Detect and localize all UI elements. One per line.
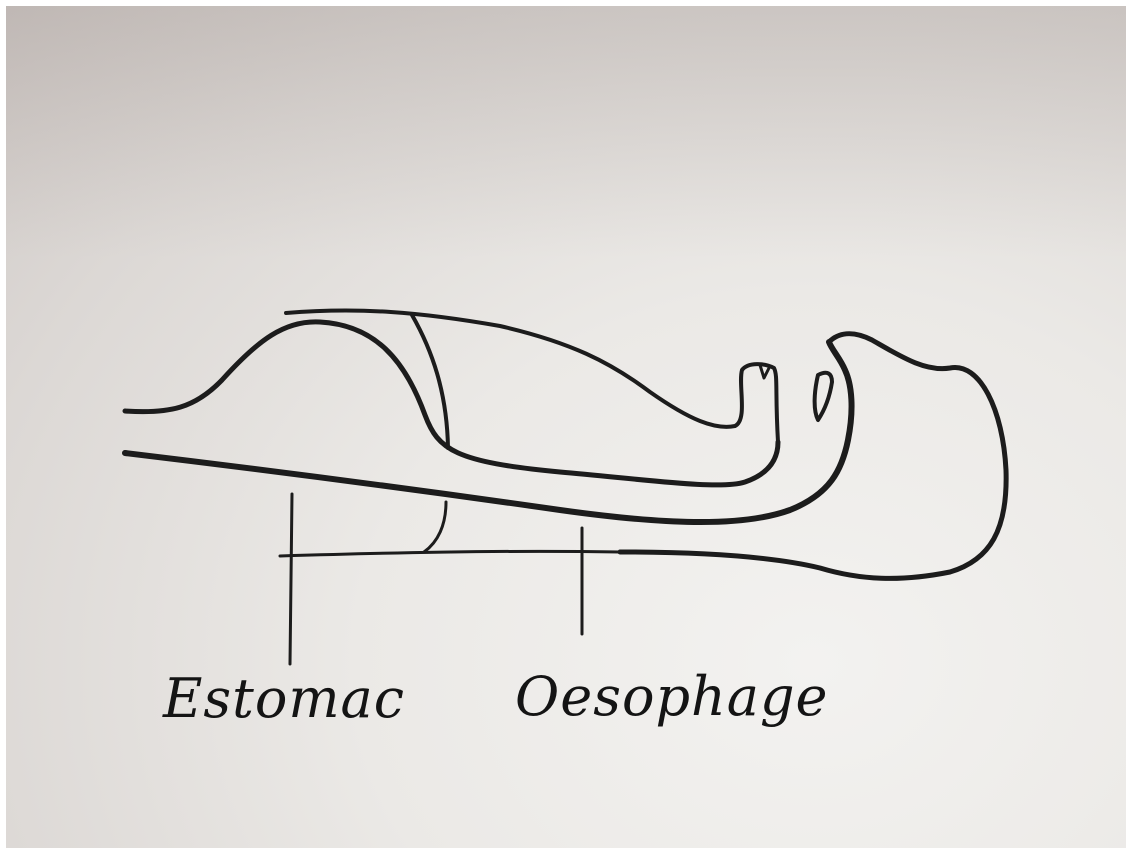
- eye-shape: [815, 373, 832, 420]
- stomach-leader-line: [290, 494, 292, 664]
- stomach-label: Estomac: [163, 672, 405, 726]
- esophagus-label: Oesophage: [515, 670, 829, 724]
- jaw-notch: [760, 365, 770, 378]
- lower-divider-curve: [424, 502, 446, 552]
- head-outline: [620, 334, 1006, 579]
- upper-contour-line: [125, 322, 778, 485]
- bottom-line: [280, 551, 620, 556]
